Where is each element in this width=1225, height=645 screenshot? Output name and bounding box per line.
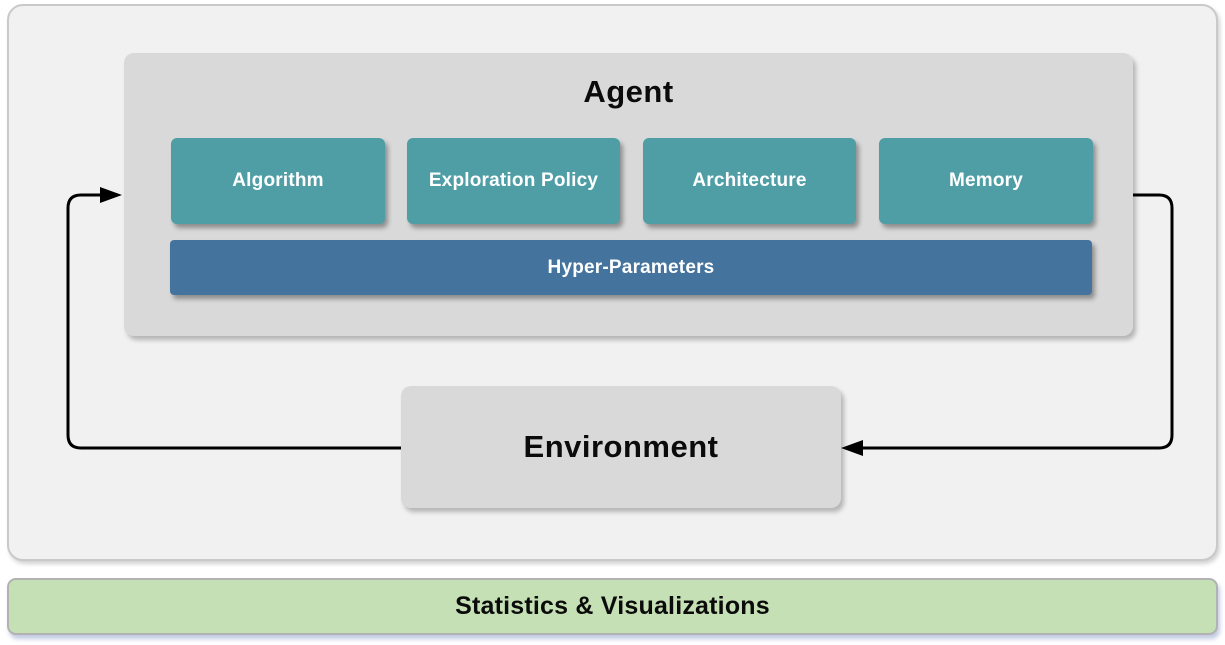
agent-component-label: Exploration Policy	[428, 170, 599, 191]
statistics-visualizations-bar: Statistics & Visualizations	[7, 578, 1218, 635]
statistics-visualizations-label: Statistics & Visualizations	[455, 592, 770, 620]
environment-title: Environment	[523, 429, 719, 464]
agent-component-label: Architecture	[692, 170, 807, 191]
hyper-parameters-box: Hyper-Parameters	[170, 240, 1092, 295]
agent-component-algorithm: Algorithm	[171, 138, 385, 224]
agent-title: Agent	[583, 74, 674, 109]
hyper-parameters-label: Hyper-Parameters	[547, 256, 715, 278]
agent-component-exploration-policy: Exploration Policy	[407, 138, 620, 224]
agent-component-memory: Memory	[879, 138, 1093, 224]
agent-component-label: Algorithm	[232, 170, 324, 191]
environment-box: Environment	[401, 386, 841, 508]
agent-component-label: Memory	[948, 170, 1024, 191]
agent-component-architecture: Architecture	[643, 138, 856, 224]
